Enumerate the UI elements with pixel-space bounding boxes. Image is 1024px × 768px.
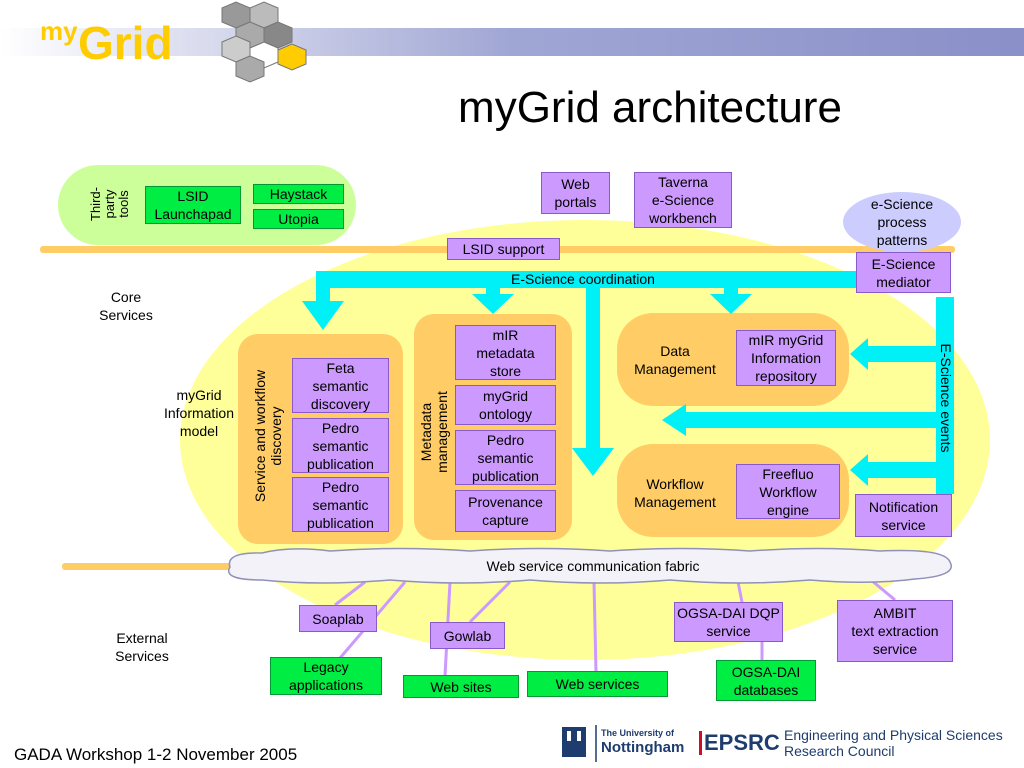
pedro-metadata-box: Pedro semantic publication (455, 430, 556, 485)
discovery-title: Service and workflow discovery (252, 369, 284, 503)
soaplab-box: Soaplab (299, 605, 377, 632)
utopia-box: Utopia (253, 209, 344, 229)
events-label: E-Science events (938, 343, 954, 453)
third-party-label: Third- party tools (88, 187, 131, 221)
coordination-label: E-Science coordination (511, 271, 655, 287)
mediator-box: E-Science mediator (856, 252, 951, 293)
pedro-discovery-box-2: Pedro semantic publication (292, 477, 389, 532)
feta-box: Feta semantic discovery (292, 358, 389, 413)
data-management-label: Data Management (634, 343, 716, 377)
ambit-box: AMBIT text extraction service (837, 600, 953, 662)
logo-grid: Grid (78, 17, 173, 69)
header-band (0, 28, 1024, 56)
provenance-box: Provenance capture (455, 490, 556, 532)
notification-box: Notification service (855, 494, 952, 537)
web-portals-box: Web portals (541, 172, 610, 214)
process-patterns-ellipse: e-Science process patterns (843, 192, 961, 252)
lsid-support-box: LSID support (447, 238, 560, 260)
nottingham-small: The University of (601, 728, 675, 738)
metadata-title: Metadata management (418, 391, 450, 473)
footer-event: GADA Workshop 1-2 November 2005 (14, 745, 298, 764)
taverna-box: Taverna e-Science workbench (634, 172, 732, 228)
epsrc-logo: EPSRC (699, 731, 780, 755)
freefluo-box: Freefluo Workflow engine (736, 464, 840, 519)
page-title: myGrid architecture (458, 83, 842, 132)
haystack-box: Haystack (253, 184, 344, 204)
ogsa-dqp-box: OGSA-DAI DQP service (674, 602, 783, 642)
nottingham-text: The University of Nottingham (601, 728, 691, 757)
fabric-label: Web service communication fabric (486, 558, 700, 574)
legacy-applications-box: Legacy applications (270, 657, 382, 695)
fabric-cloud (228, 547, 952, 584)
mir-metadata-box: mIR metadata store (455, 325, 556, 380)
cyan-arrows (302, 271, 954, 494)
pedro-discovery-box-1: Pedro semantic publication (292, 418, 389, 473)
web-services-box: Web services (527, 671, 668, 697)
logo-hexagons-icon (221, 1, 307, 83)
nottingham-name: Nottingham (601, 739, 685, 756)
epsrc-full-name: Engineering and Physical Sciences Resear… (784, 727, 1003, 759)
core-services-label: Core Services (99, 289, 153, 323)
nottingham-logo-icon (562, 725, 597, 762)
ogsa-databases-box: OGSA-DAI databases (716, 660, 816, 701)
lsid-launchpad-box: LSID Launchapad (145, 186, 241, 224)
gowlab-box: Gowlab (430, 622, 505, 649)
workflow-management-label: Workflow Management (634, 476, 716, 510)
info-model-label: myGrid Information model (163, 387, 235, 439)
mir-repository-box: mIR myGrid Information repository (736, 330, 836, 386)
mygrid-logo: my Grid (40, 14, 210, 69)
external-services-label: External Services (115, 630, 169, 664)
mygrid-ontology-box: myGrid ontology (455, 385, 556, 425)
logo-my: my (40, 16, 78, 46)
web-sites-box: Web sites (403, 675, 519, 698)
